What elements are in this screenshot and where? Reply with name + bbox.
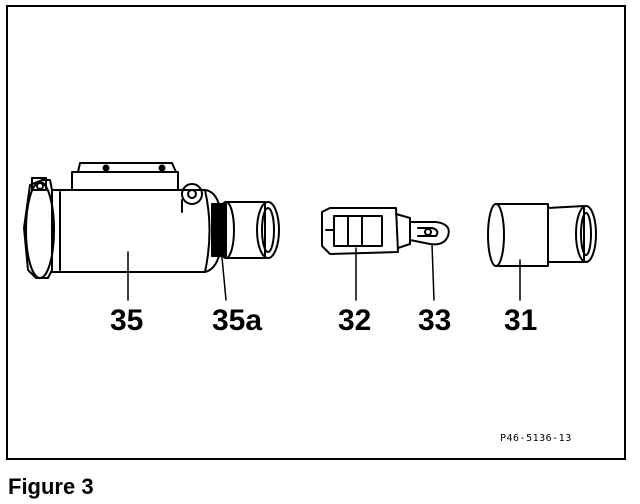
reference-code: P46-5136-13 [500,433,572,444]
part-label-35: 35 [110,304,144,337]
part-35a-sleeve [211,201,280,259]
figure-frame [6,5,626,460]
part-label-33: 33 [418,304,452,337]
part-label-32: 32 [338,304,372,337]
part-label-31: 31 [504,304,538,337]
part-label-35a: 35a [212,304,263,337]
part-33-latch [409,221,450,246]
part-31-cap [487,203,597,267]
figure-caption: Figure 3 [8,474,94,499]
part-32-core [321,207,411,255]
part-35-housing [23,162,223,279]
leader-lines [127,235,521,301]
